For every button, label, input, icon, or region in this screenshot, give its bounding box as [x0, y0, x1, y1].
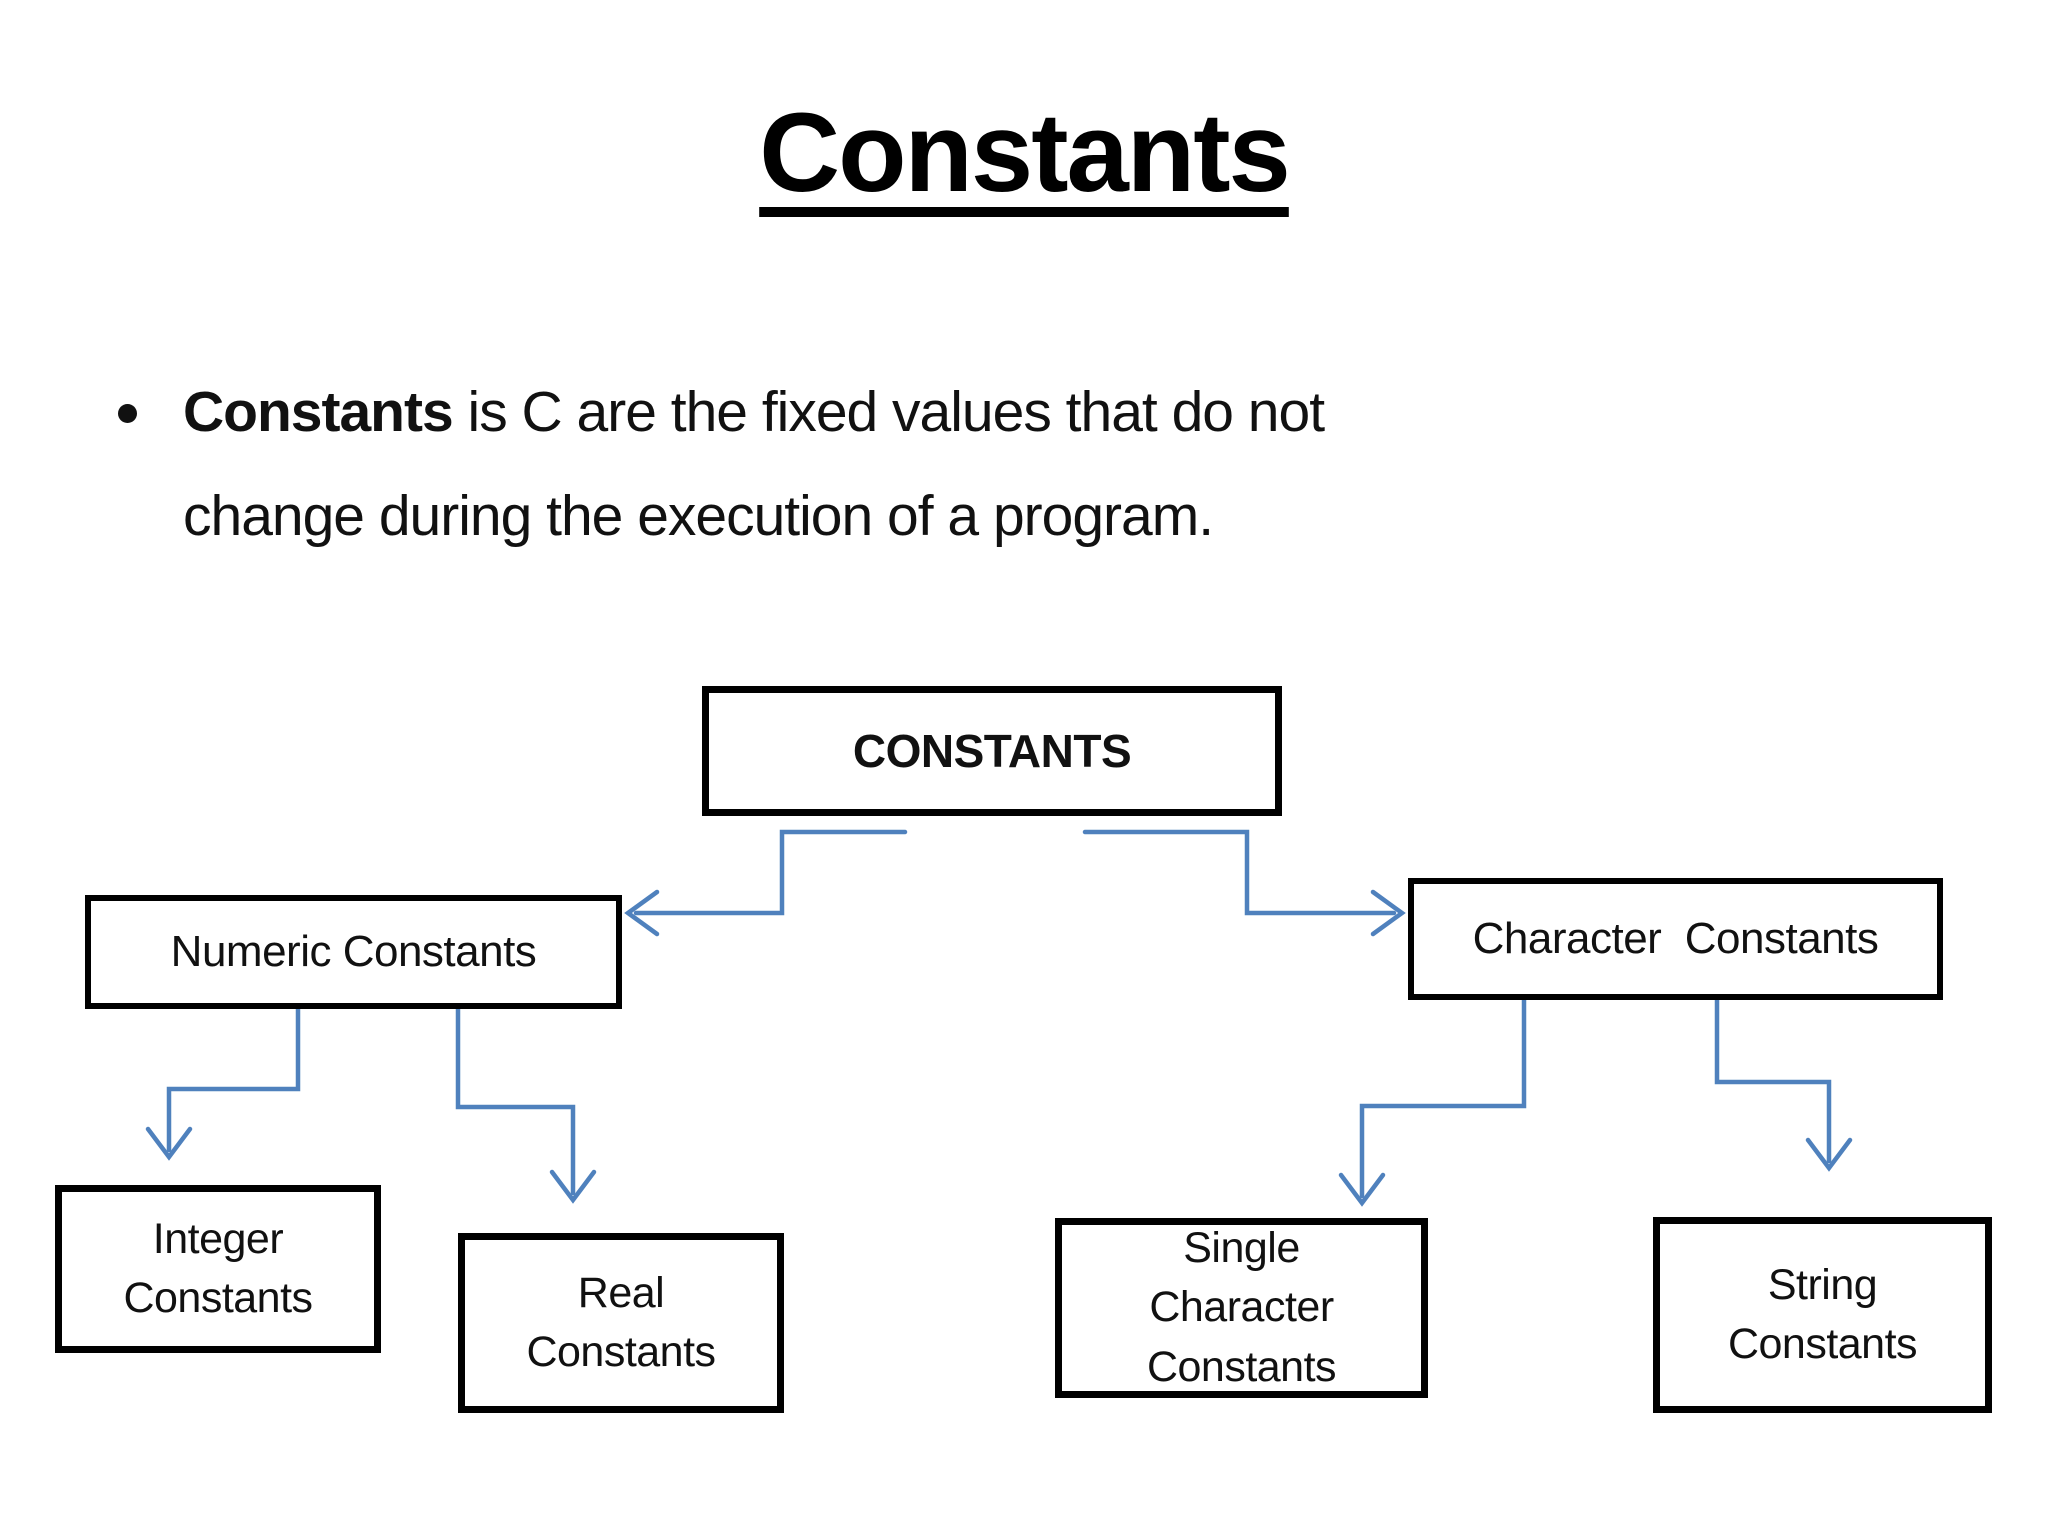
connector-character-to-string [1714, 997, 1853, 1172]
arrowhead-down-icon [145, 1126, 193, 1161]
node-string-constants: String Constants [1653, 1217, 1992, 1413]
bullet-paragraph: Constants is C are the fixed values that… [118, 360, 1918, 568]
node-string-constants-label: String Constants [1727, 1260, 1918, 1368]
node-numeric-constants-label: Numeric Constants [170, 927, 537, 976]
arrowhead-down-icon [1338, 1172, 1386, 1207]
connector-numeric-to-integer [145, 1005, 301, 1161]
arrowhead-down-icon [549, 1169, 597, 1204]
slide-title: Constants [759, 90, 1291, 215]
bullet-line-1: Constants is C are the fixed values that… [183, 360, 1326, 464]
bullet-line-1-rest: is C are the fixed values that do not [452, 380, 1326, 444]
node-integer-constants-label: Integer Constants [123, 1214, 313, 1322]
node-single-character-constants-label: Single Character Constants [1146, 1224, 1337, 1391]
bullet-line-1-bold: Constants [183, 380, 454, 444]
node-real-constants: Real Constants [458, 1233, 784, 1413]
node-constants: CONSTANTS [702, 686, 1282, 816]
arrowhead-left-icon [624, 889, 660, 937]
connector-numeric-to-real [455, 1005, 597, 1204]
node-character-constants: Character Constants [1408, 878, 1943, 1000]
node-single-character-constants: Single Character Constants [1055, 1218, 1428, 1398]
arrowhead-down-icon [1805, 1137, 1853, 1172]
node-numeric-constants: Numeric Constants [85, 895, 622, 1009]
node-real-constants-label: Real Constants [526, 1268, 716, 1376]
node-integer-constants: Integer Constants [55, 1185, 381, 1353]
node-character-constants-label: Character Constants [1472, 914, 1879, 963]
bullet-text: Constants is C are the fixed values that… [183, 360, 1326, 568]
bullet-line-2: change during the execution of a program… [183, 484, 1214, 548]
bullet-dot [118, 404, 137, 423]
connector-constants-to-character [1082, 829, 1406, 937]
node-constants-label: CONSTANTS [852, 725, 1132, 777]
arrowhead-right-icon [1370, 889, 1406, 937]
connector-character-to-single [1338, 997, 1527, 1207]
connector-constants-to-numeric [624, 829, 908, 937]
